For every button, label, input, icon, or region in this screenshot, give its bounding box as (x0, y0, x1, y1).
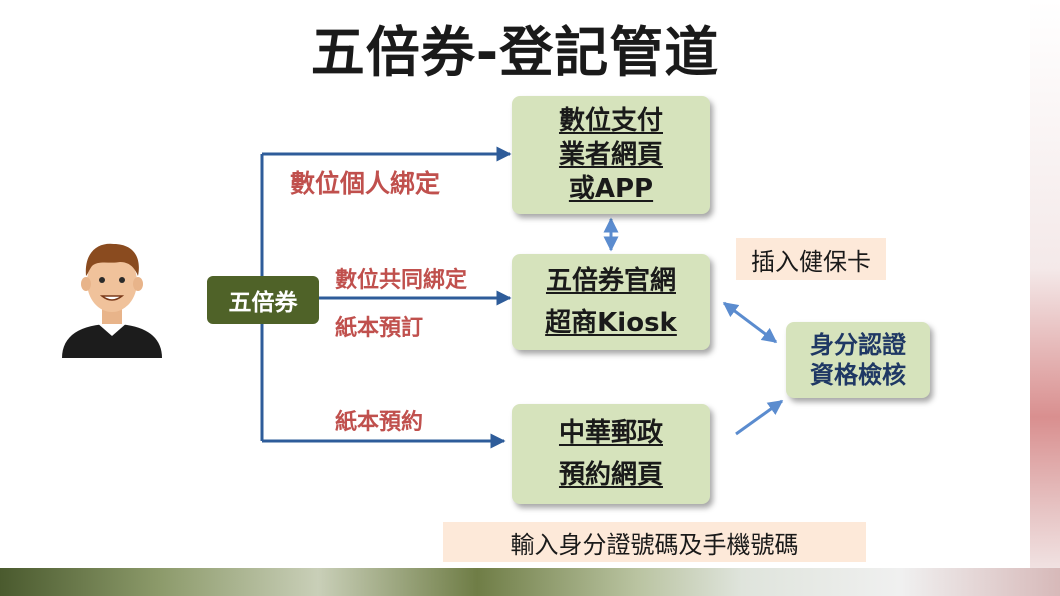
route-label-digital-personal: 數位個人綁定 (290, 169, 441, 198)
payment-app-line-3: 或APP (568, 174, 654, 204)
post-office-line-2: 預約網頁 (558, 460, 663, 490)
official-site-line-2: 超商Kiosk (545, 308, 677, 338)
user-avatar-icon (58, 238, 166, 364)
post-office-line-1: 中華郵政 (558, 418, 663, 448)
background-photo-strip-right (1030, 0, 1060, 596)
official-site-node: 五倍券官網 超商Kiosk (512, 254, 710, 350)
coupon-source-node: 五倍券 (207, 276, 319, 324)
payment-app-line-1: 數位支付 (558, 106, 663, 136)
note-insert-card: 插入健保卡 (736, 238, 886, 280)
official-site-line-1: 五倍券官網 (545, 266, 676, 296)
flow-connectors (260, 146, 784, 449)
note-enter-id: 輸入身分證號碼及手機號碼 (443, 522, 866, 562)
route-label-digital-joint: 數位共同綁定 (335, 268, 468, 293)
arrow-site-verify (722, 301, 778, 344)
payment-app-node: 數位支付 業者網頁 或APP (512, 96, 710, 214)
post-office-node: 中華郵政 預約網頁 (512, 404, 710, 504)
route-label-paper-order: 紙本預訂 (335, 316, 424, 341)
page-title: 五倍券-登記管道 (310, 21, 720, 84)
arrow-post-verify (735, 399, 784, 436)
id-verify-line-1: 身分認證 (810, 331, 906, 359)
background-photo-strip-bottom (0, 568, 1060, 596)
id-verify-line-2: 資格檢核 (810, 361, 906, 389)
payment-app-line-2: 業者網頁 (558, 140, 663, 170)
route-label-paper-reserve: 紙本預約 (335, 410, 424, 435)
id-verify-node: 身分認證 資格檢核 (786, 322, 930, 398)
